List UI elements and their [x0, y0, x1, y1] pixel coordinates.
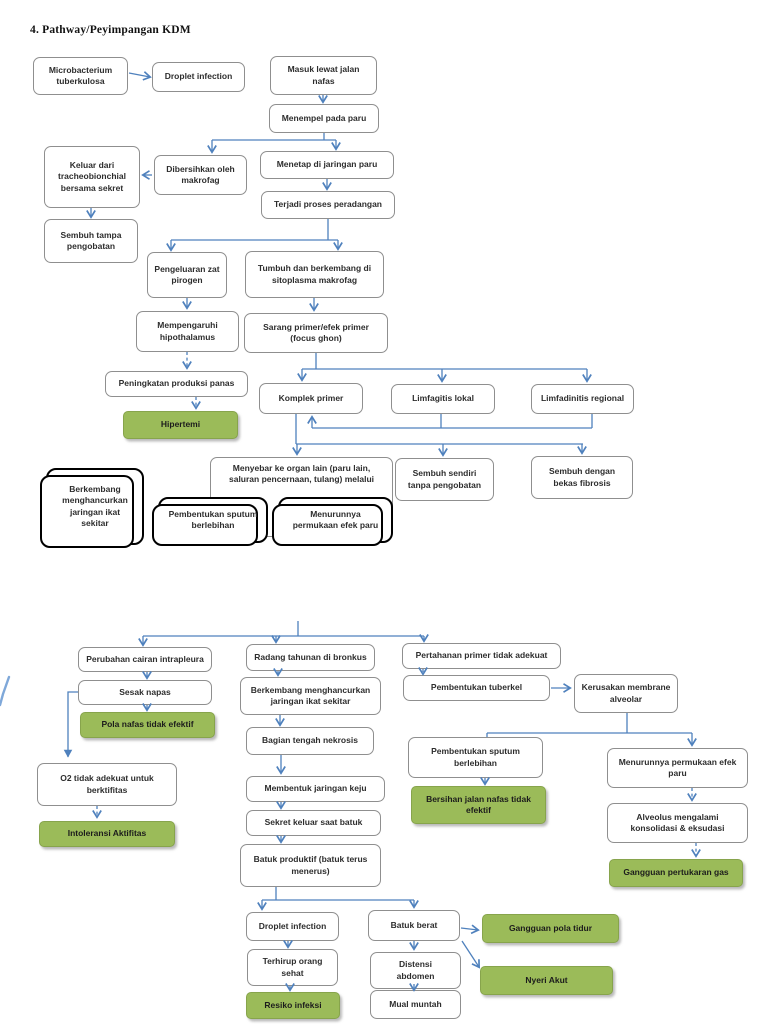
connector [128, 71, 152, 81]
node-mual-muntah: Mual muntah [370, 990, 461, 1019]
connector [460, 924, 480, 935]
node-batuk-produktif: Batuk produktif (batuk terus menerus) [240, 844, 381, 887]
node-peningkatan-produksi-panas: Peningkatan produksi panas [105, 371, 248, 397]
node-o2-tidak-adekuat: O2 tidak adekuat untuk berktifitas [37, 763, 177, 806]
node-pembentukan-tuberkel: Pembentukan tuberkel [403, 675, 550, 701]
node-microbacterium: Microbacterium tuberkulosa [33, 57, 128, 95]
node-pembentukan-sputum-2: Pembentukan sputum berlebihan [408, 737, 543, 778]
node-nyeri-akut: Nyeri Akut [480, 966, 613, 995]
node-dibersihkan-oleh-makrofag: Dibersihkan oleh makrofag [154, 155, 247, 195]
node-hipertemi: Hipertemi [123, 411, 238, 439]
node-pembentukan-sputum-1: Pembentukan sputum berlebihan [152, 497, 268, 546]
node-kerusakan-membrane-alveolar: Kerusakan membrane alveolar [574, 674, 678, 713]
node-sembuh-bekas-fibrosis: Sembuh dengan bekas fibrosis [531, 456, 633, 499]
node-gangguan-pola-tidur: Gangguan pola tidur [482, 914, 619, 943]
hand-check-mark [0, 675, 11, 707]
node-perubahan-cairan-intrapleura: Perubahan cairan intrapleura [78, 647, 212, 672]
node-keluar-dari-tracheobionchial: Keluar dari tracheobionchial bersama sek… [44, 146, 140, 208]
node-sekret-keluar-saat-batuk: Sekret keluar saat batuk [246, 810, 381, 836]
node-droplet-infection-2: Droplet infection [246, 912, 339, 941]
node-komplek-primer: Komplek primer [259, 383, 363, 414]
node-distensi-abdomen: Distensi abdomen [370, 952, 461, 989]
node-sembuh-tampa-pengobatan: Sembuh tampa pengobatan [44, 219, 138, 263]
node-menurunnya-permukaan-1: Menurunnya permukaan efek paru [272, 497, 393, 546]
node-sesak-napas: Sesak napas [78, 680, 212, 705]
page-title: 4. Pathway/Peyimpangan KDM [30, 24, 191, 36]
node-pola-nafas-tidak-efektif: Pola nafas tidak efektif [80, 712, 215, 738]
node-radang-tahunan-di-bronkus: Radang tahunan di bronkus [246, 644, 375, 671]
node-limfagitis-lokal: Limfagitis lokal [391, 384, 495, 414]
node-resiko-infeksi: Resiko infeksi [246, 992, 340, 1019]
node-droplet-infection-1: Droplet infection [152, 62, 245, 92]
node-tumbuh-dan-berkembang: Tumbuh dan berkembang di sitoplasma makr… [245, 251, 384, 298]
node-alveolus-mengalami: Alveolus mengalami konsolidasi & eksudas… [607, 803, 748, 843]
node-limfadinitis-regional: Limfadinitis regional [531, 384, 634, 414]
node-menurunnya-permukaan-2: Menurunnya permukaan efek paru [607, 748, 748, 788]
node-gangguan-pertukaran-gas: Gangguan pertukaran gas [609, 859, 743, 887]
node-membentuk-jaringan-keju: Membentuk jaringan keju [246, 776, 385, 802]
node-sembuh-sendiri: Sembuh sendiri tanpa pengobatan [395, 458, 494, 501]
node-menetap-di-jaringan-paru: Menetap di jaringan paru [260, 151, 394, 179]
node-mempengaruhi-hipothalamus: Mempengaruhi hipothalamus [136, 311, 239, 352]
node-pengeluaran-zat-pirogen: Pengeluaran zat pirogen [147, 252, 227, 298]
node-bersihan-jalan-nafas: Bersihan jalan nafas tidak efektif [411, 786, 546, 824]
connector [63, 691, 78, 758]
node-berkembang-menghancurkan-1: Berkembang menghancurkan jaringan ikat s… [40, 468, 144, 548]
node-sarang-primer: Sarang primer/efek primer (focus ghon) [244, 313, 388, 353]
node-terhirup-orang-sehat: Terhirup orang sehat [247, 949, 338, 986]
node-bagian-tengah-nekrosis: Bagian tengah nekrosis [246, 727, 374, 755]
node-terjadi-proses-peradangan: Terjadi proses peradangan [261, 191, 395, 219]
connector [461, 940, 481, 969]
node-intoleransi-aktifitas: Intoleransi Aktifitas [39, 821, 175, 847]
node-menempel-pada-paru: Menempel pada paru [269, 104, 379, 133]
node-masuk-lewat-jalan-nafas: Masuk lewat jalan nafas [270, 56, 377, 95]
node-berkembang-menghancurkan-2: Berkembang menghancurkan jaringan ikat s… [240, 677, 381, 715]
node-batuk-berat: Batuk berat [368, 910, 460, 941]
node-pertahanan-primer: Pertahanan primer tidak adekuat [402, 643, 561, 669]
